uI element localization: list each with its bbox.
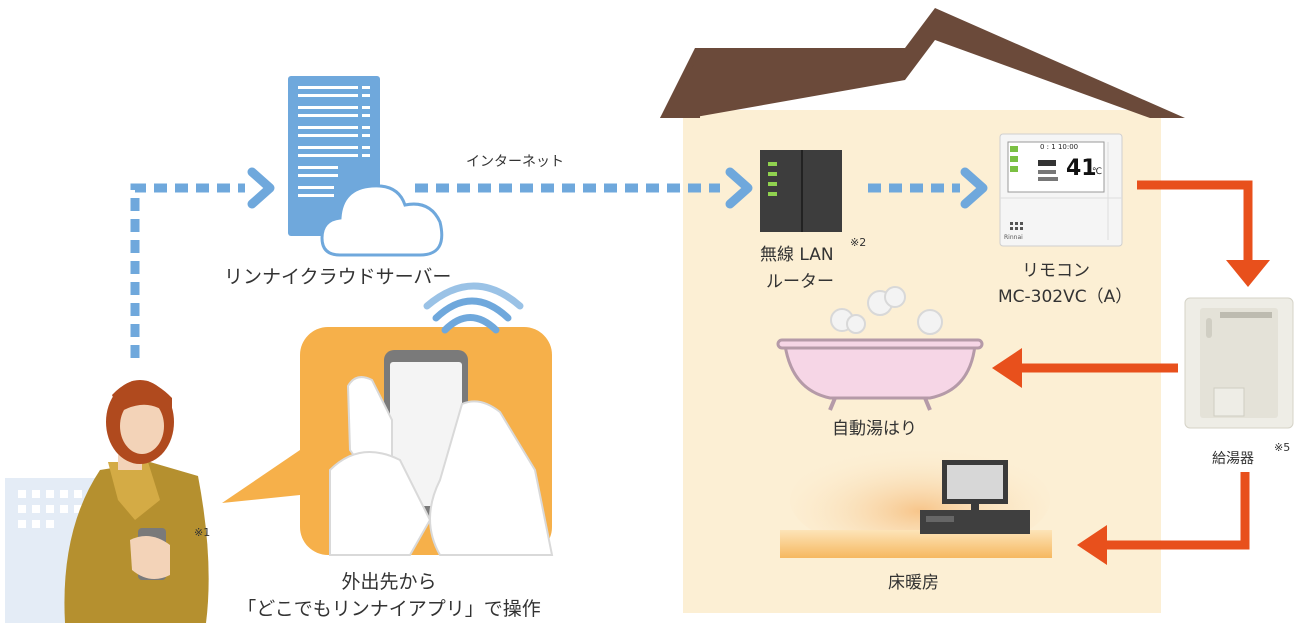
floor-heating-label: 床暖房 [888, 573, 939, 593]
cloud-server-icon [288, 76, 444, 257]
hot-water-arrows [1020, 180, 1253, 550]
speech-bubble [222, 282, 554, 556]
remote-label-line2: MC-302VC（A） [998, 287, 1133, 307]
phone-uplink-line [130, 183, 245, 358]
remote-display-temperature: 41 [1066, 156, 1097, 181]
router-footnote: ※2 [850, 236, 867, 249]
water-heater-label: 給湯器 [1212, 451, 1254, 467]
remote-label-line1: リモコン [1022, 261, 1090, 281]
heater-to-floor-line [1105, 472, 1250, 550]
cloud-server-label: リンナイクラウドサーバー [224, 266, 452, 288]
bathtub-icon [776, 286, 984, 411]
internet-label: インターネット [466, 154, 564, 170]
arrow-head-heater [1226, 260, 1270, 287]
caption-line1: 外出先から [341, 571, 437, 593]
person-icon [64, 380, 209, 623]
router-label-line2: ルーター [766, 272, 834, 292]
bath-label: 自動湯はり [832, 419, 917, 439]
remote-brand: Rinnai [1004, 234, 1023, 241]
remote-to-heater-line [1137, 180, 1253, 262]
router-icon [760, 150, 842, 232]
arrow-to-router [725, 167, 753, 209]
phone-footnote: ※1 [194, 526, 211, 539]
arrow-head-bath [992, 348, 1022, 388]
remote-controller-icon [999, 133, 1123, 247]
arrow-to-remote [960, 167, 988, 209]
caption-line2: 「どこでもリンナイアプリ」で操作 [237, 598, 541, 620]
network-connections [130, 183, 960, 358]
floor-heating-icon [780, 445, 1052, 558]
water-heater-icon [1184, 297, 1294, 429]
remote-display-time: 0 : 1 10:00 [1040, 143, 1079, 151]
router-label-line1: 無線 LAN [760, 245, 834, 265]
arrow-head-floor [1077, 525, 1107, 565]
arrow-to-server [247, 167, 275, 209]
water-heater-footnote: ※5 [1274, 441, 1291, 454]
remote-display-unit: ℃ [1092, 167, 1103, 177]
